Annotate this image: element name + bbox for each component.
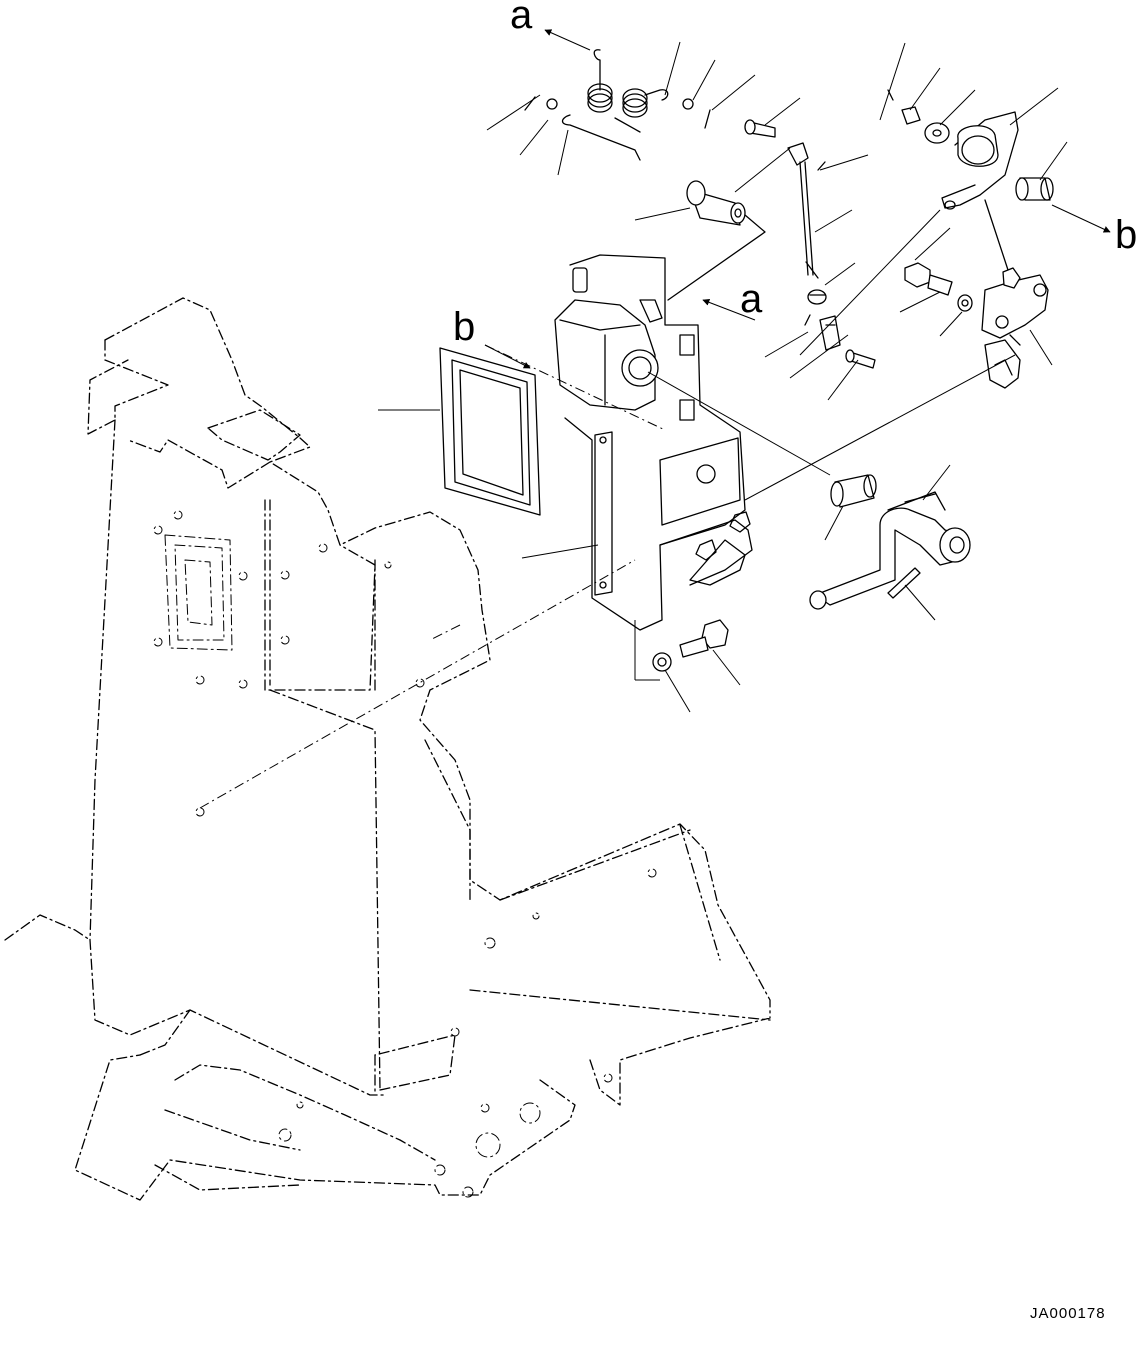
lever-assembly	[887, 89, 1054, 271]
spring-assembly	[524, 49, 711, 161]
ref-label-b-right: b	[1115, 213, 1137, 257]
bolt-right	[904, 262, 973, 312]
adjusting-rod	[787, 142, 827, 326]
ref-label-b-left: b	[453, 305, 475, 349]
bushing-middle	[830, 474, 877, 508]
pedal-shaft	[667, 180, 766, 301]
frame-holes	[153, 510, 657, 1198]
pin-small	[887, 567, 921, 599]
pedal-arm	[809, 491, 971, 610]
direction-arrows	[484, 29, 1111, 369]
clevis-pin-top	[744, 119, 776, 138]
gasket-plate	[439, 347, 541, 516]
clevis-bottom	[819, 315, 876, 369]
ref-label-a-top: a	[510, 0, 533, 37]
frame-phantom-outline	[4, 297, 771, 1201]
valve-block	[981, 267, 1049, 389]
drawing-code: JA000178	[1030, 1305, 1106, 1322]
bolt-lower	[652, 619, 729, 672]
leader-lines	[199, 41, 1068, 809]
pedal-bracket	[554, 254, 753, 631]
ref-label-a-mid: a	[740, 277, 763, 321]
